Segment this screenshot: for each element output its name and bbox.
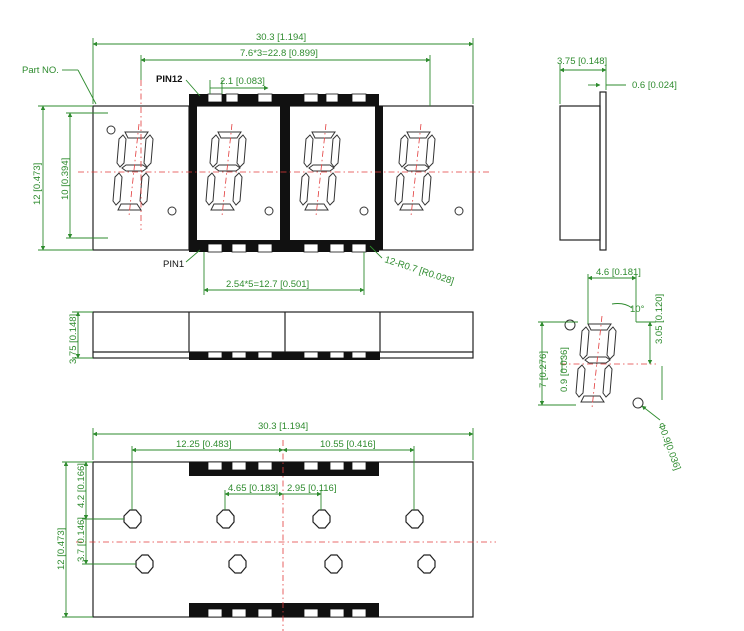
front-view: 30.3 [1.194] 7.6*3=22.8 [0.899] 2.1 [0.0… (22, 32, 492, 295)
bottom-pin-row (189, 240, 379, 253)
dim-holes-right: 10.55 [0.416] (320, 439, 375, 450)
digit-detail: 4.6 [0.181] 10° 3.05 [0.120] 7 [0.276] 0… (538, 267, 683, 472)
pin12-label: PIN12 (156, 74, 182, 85)
dim-holes-left: 12.25 [0.483] (176, 439, 231, 450)
dim-hole-a: 4.65 [0.183] (228, 483, 278, 494)
dim-bottom-width: 30.3 [1.194] (258, 421, 308, 432)
edge-view: 3.75 [0.148] (68, 311, 474, 364)
dim-side-depth: 3.75 [0.148] (557, 56, 607, 67)
dim-pin-pitch: 2.54*5=12.7 [0.501] (226, 279, 309, 290)
side-body (559, 105, 601, 241)
digit-3 (299, 123, 341, 217)
dim-corner-radius: 12-R0.7 [R0.028] (383, 254, 455, 287)
dim-mid-height: 3.75 [0.148] (68, 314, 79, 364)
dim-side-thin: 0.6 [0.024] (632, 80, 677, 91)
side-view: 3.75 [0.148] 0.6 [0.024] (557, 56, 677, 251)
dim-slant: 10° (630, 304, 645, 315)
dim-dp-diameter: Φ0.9[0.036] (655, 421, 682, 472)
dim-hole-b: 2.95 [0.116] (287, 483, 336, 494)
dim-offset-b: 3.7 [0.146] (76, 517, 87, 562)
dim-seg-height: 3.05 [0.120] (654, 294, 665, 344)
bottom-view: 30.3 [1.194] 12.25 [0.483] 10.55 [0.416]… (56, 421, 496, 631)
dim-height-total: 12 [0.473] (32, 163, 43, 205)
pin1-label: PIN1 (163, 259, 184, 270)
top-pin-row (189, 93, 379, 106)
part-no-label: Part NO. (22, 65, 59, 76)
dim-digit-width: 4.6 [0.181] (596, 267, 641, 278)
dim-pin-width: 2.1 [0.083] (220, 76, 265, 87)
dim-seg-width: 0.9 [0.036] (559, 347, 570, 392)
dim-digit-total-height: 7 [0.276] (538, 351, 549, 388)
digit-4 (394, 123, 436, 217)
digit-1 (112, 123, 154, 217)
side-lens (599, 91, 607, 251)
dim-digit-height: 10 [0.394] (60, 158, 71, 200)
dim-offset-a: 4.2 [0.166] (76, 463, 87, 508)
dim-bottom-height: 12 [0.473] (56, 528, 67, 570)
dim-top-width: 30.3 [1.194] (256, 32, 306, 43)
dim-digit-pitch: 7.6*3=22.8 [0.899] (240, 48, 318, 59)
digit-2 (205, 123, 247, 217)
